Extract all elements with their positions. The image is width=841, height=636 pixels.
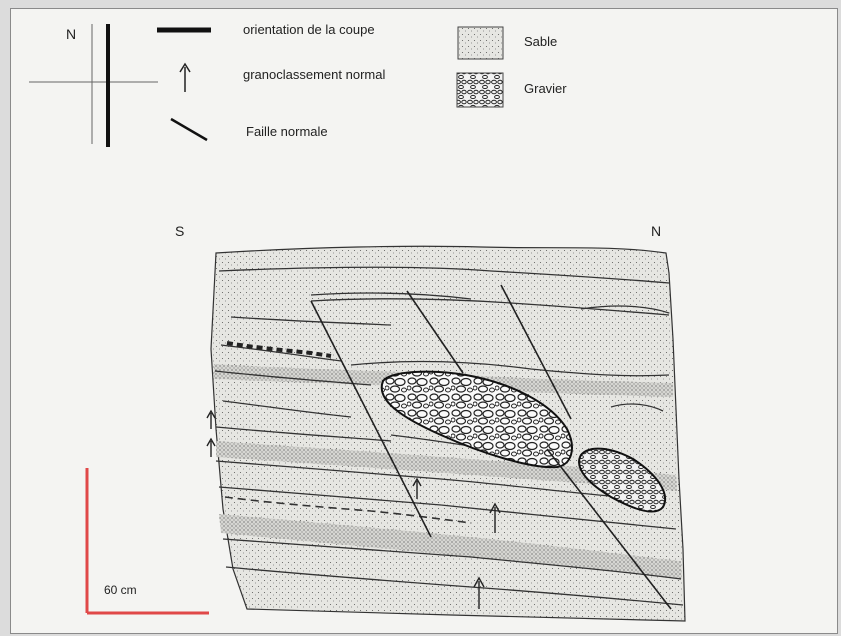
legend-fault-symbol bbox=[171, 119, 207, 140]
diagram-canvas bbox=[11, 9, 837, 633]
section-south-label: S bbox=[175, 223, 184, 239]
legend-symbols bbox=[157, 27, 503, 140]
section-north-label: N bbox=[651, 223, 661, 239]
legend-orientation-label: orientation de la coupe bbox=[243, 22, 375, 37]
legend-sand-swatch bbox=[458, 27, 503, 59]
figure-frame: N orientation de la coupe granoclassemen… bbox=[10, 8, 838, 634]
scale-label: 60 cm bbox=[104, 583, 137, 597]
grading-arrow-icon bbox=[207, 439, 215, 457]
legend-gravel-label: Gravier bbox=[524, 81, 567, 96]
legend-gravel-swatch bbox=[457, 73, 503, 107]
compass-north-label: N bbox=[66, 26, 76, 42]
grading-arrow-icon bbox=[207, 411, 215, 429]
compass bbox=[29, 24, 158, 147]
legend-grading-label: granoclassement normal bbox=[243, 67, 385, 82]
legend-sand-label: Sable bbox=[524, 34, 557, 49]
legend-grading-arrow-icon bbox=[180, 64, 190, 92]
cross-section bbox=[207, 246, 685, 621]
legend-fault-label: Faille normale bbox=[246, 124, 328, 139]
